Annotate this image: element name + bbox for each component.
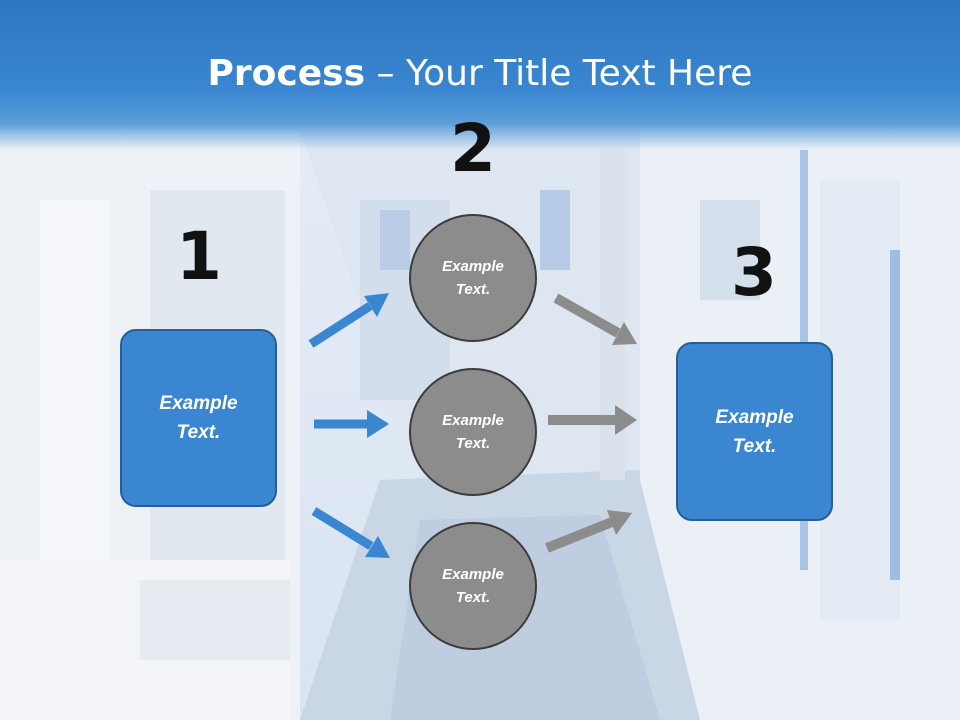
- title-bar: [0, 0, 960, 150]
- circle-top-line1: Example: [442, 258, 504, 275]
- process-circle-top[interactable]: Example Text.: [409, 214, 537, 342]
- left-box-line2: Text.: [176, 422, 221, 443]
- process-circle-middle[interactable]: Example Text.: [409, 368, 537, 496]
- step-number-3: 3: [731, 234, 777, 311]
- arrow-blue-up: [308, 293, 389, 348]
- circle-middle-line1: Example: [442, 412, 504, 429]
- circle-middle-line2: Text.: [455, 435, 491, 452]
- right-box-line1: Example: [715, 406, 794, 428]
- arrow-blue-right: [314, 410, 389, 438]
- title-text: – Your Title Text Here: [365, 53, 753, 94]
- arrow-gray-right: [548, 405, 637, 435]
- circle-bottom-line1: Example: [442, 566, 504, 583]
- right-box-line2: Text.: [732, 435, 777, 457]
- arrow-blue-down: [311, 507, 390, 558]
- slide-title: Process – Your Title Text Here: [0, 52, 960, 96]
- right-process-box[interactable]: Example Text.: [676, 342, 833, 521]
- left-process-box[interactable]: Example Text.: [120, 329, 277, 507]
- step-number-1: 1: [176, 218, 222, 295]
- step-number-2: 2: [450, 110, 496, 187]
- circle-bottom-line2: Text.: [455, 589, 491, 606]
- arrow-gray-up: [545, 510, 632, 553]
- circle-top-line2: Text.: [455, 281, 491, 298]
- left-box-line1: Example: [159, 393, 238, 414]
- title-emphasis: Process: [207, 53, 366, 94]
- arrow-gray-down: [553, 293, 637, 345]
- process-circle-bottom[interactable]: Example Text.: [409, 522, 537, 650]
